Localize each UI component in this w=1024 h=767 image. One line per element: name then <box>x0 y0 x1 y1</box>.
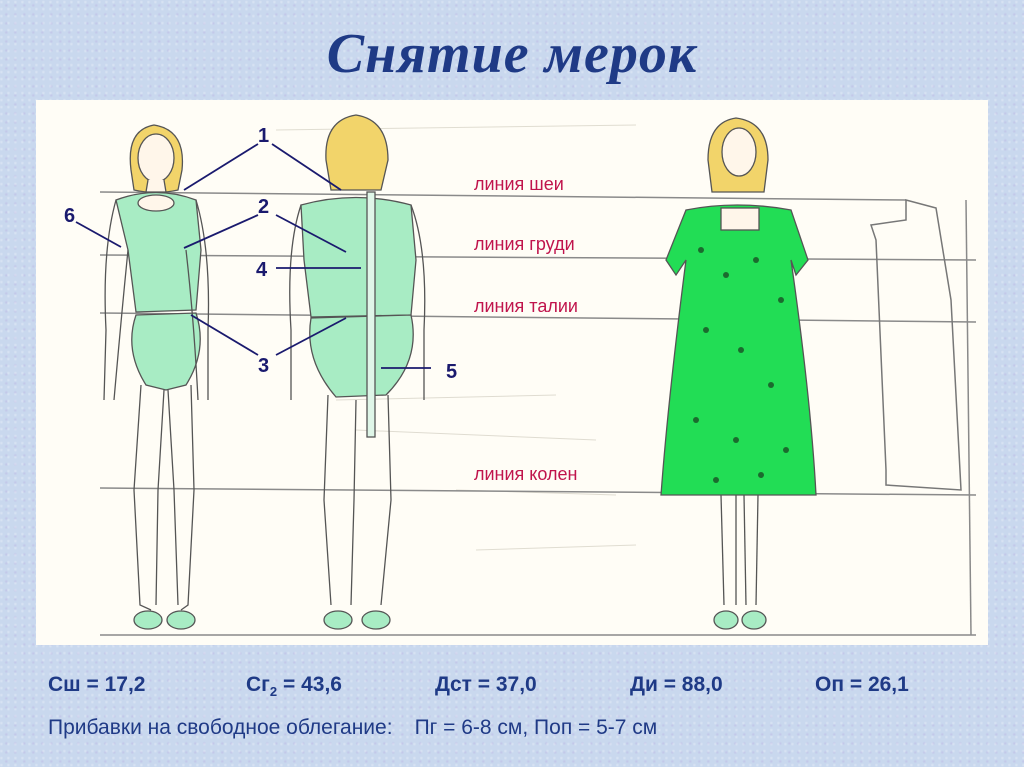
measurement-sg2-value: = 43,6 <box>277 673 342 696</box>
dress-right-shoe <box>741 610 767 630</box>
measurement-dst: Дст = 37,0 <box>435 673 537 697</box>
figures-svg: 1 2 3 4 5 6 линия шеи линия груди линия … <box>64 114 977 636</box>
front-face <box>137 133 175 183</box>
back-left-arm <box>289 204 302 400</box>
page-title: Снятие мерок <box>326 23 698 85</box>
dress-left-shoe <box>713 610 739 630</box>
back-figure <box>289 114 426 630</box>
waist-line <box>99 312 977 323</box>
back-left-shoe <box>323 610 353 630</box>
label-waist-line: линия талии <box>474 296 578 316</box>
measurement-sh: Сш = 17,2 <box>48 673 145 697</box>
front-figure <box>103 124 210 630</box>
back-right-leg <box>380 394 392 606</box>
measurement-sg2: Сг2 = 43,6 <box>246 673 342 699</box>
back-right-shoe <box>361 610 391 630</box>
front-top <box>115 191 202 313</box>
back-bodysuit <box>309 314 414 398</box>
dress-right-leg-inner <box>743 494 747 606</box>
right-edge-line <box>965 199 972 636</box>
measurement-op: Оп = 26,1 <box>815 673 909 697</box>
measurement-op-text: Оп = 26,1 <box>815 673 909 696</box>
measurement-sh-text: Сш = 17,2 <box>48 673 146 696</box>
front-neckline <box>137 194 175 212</box>
reference-lines <box>99 191 977 636</box>
number-3: 3 <box>258 355 269 377</box>
front-left-shoe <box>133 610 163 630</box>
front-right-shoe <box>166 610 196 630</box>
pattern-outline <box>870 199 962 491</box>
front-neck <box>145 179 167 193</box>
dress-left-leg <box>720 494 725 606</box>
front-right-arm <box>195 199 210 400</box>
label-neck-line: линия шеи <box>474 174 564 194</box>
front-right-arm-inner <box>185 249 199 401</box>
front-left-arm <box>103 199 117 401</box>
front-left-leg-inner <box>155 389 165 606</box>
neck-line <box>99 191 907 201</box>
measurement-sg2-subscript: 2 <box>269 684 278 700</box>
front-left-arm-inner <box>113 249 129 401</box>
label-knee-line: линия колен <box>474 464 577 484</box>
number-6: 6 <box>64 205 75 227</box>
back-hair <box>325 114 389 191</box>
back-right-arm <box>410 204 426 400</box>
front-bodysuit <box>131 312 201 391</box>
allowance-note: Прибавки на свободное облегание: Пг = 6-8… <box>48 716 657 740</box>
dress-face <box>721 127 757 177</box>
number-5: 5 <box>446 361 457 383</box>
measurement-dst-text: Дст = 37,0 <box>435 673 537 696</box>
dress-pattern <box>693 247 789 483</box>
allowance-label: Прибавки на свободное облегание: <box>48 716 393 739</box>
back-top <box>300 196 417 318</box>
measurement-sg2-text: Сг <box>246 673 270 696</box>
dress-neckline <box>720 207 760 231</box>
measurement-illustration: 1 2 3 4 5 6 линия шеи линия груди линия … <box>36 100 988 645</box>
number-4: 4 <box>256 259 268 281</box>
allowance-values: Пг = 6-8 см, Поп = 5-7 см <box>414 716 658 739</box>
back-left-leg <box>323 394 332 606</box>
dress-right-leg <box>755 494 759 606</box>
knee-line <box>99 487 977 496</box>
measurement-di: Ди = 88,0 <box>630 673 723 697</box>
back-legs-inner <box>350 399 357 606</box>
front-right-leg-inner <box>167 389 179 606</box>
pointer-lines <box>75 143 431 369</box>
front-right-leg <box>180 384 195 611</box>
number-1: 1 <box>258 125 269 147</box>
chest-line <box>99 254 977 261</box>
measuring-tape <box>366 191 376 438</box>
dress-figure <box>660 117 817 630</box>
number-2: 2 <box>258 196 269 218</box>
front-left-leg <box>133 384 152 611</box>
label-chest-line: линия груди <box>474 234 575 254</box>
measurement-di-text: Ди = 88,0 <box>630 673 723 696</box>
